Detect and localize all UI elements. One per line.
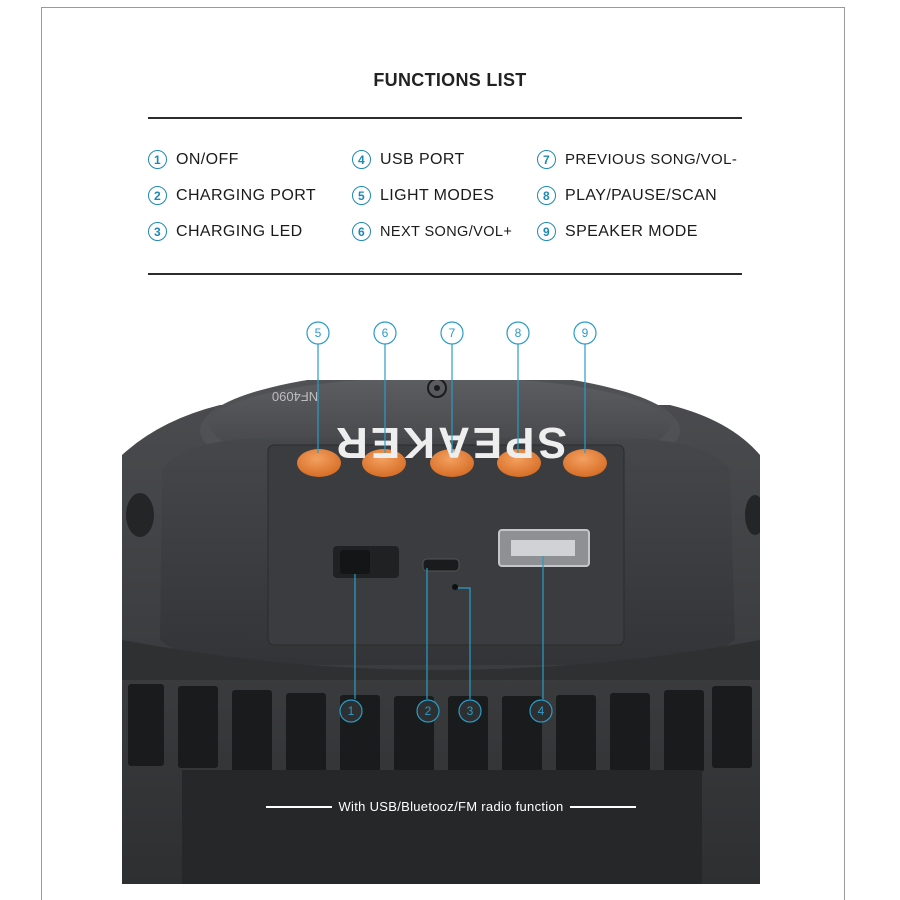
callout-number-3: 3 bbox=[467, 704, 474, 718]
legend-item-5: 5 LIGHT MODES bbox=[352, 186, 494, 205]
frame-right-border bbox=[844, 8, 845, 900]
button-row bbox=[297, 449, 607, 477]
legend-item-8: 8 PLAY/PAUSE/SCAN bbox=[537, 186, 717, 205]
legend-label: NEXT SONG/VOL+ bbox=[380, 223, 513, 240]
caption-rule-right bbox=[569, 805, 636, 808]
number-badge: 5 bbox=[352, 186, 371, 205]
legend-item-3: 3 CHARGING LED bbox=[148, 222, 303, 241]
model-text: NF4090 bbox=[272, 389, 318, 404]
frame-left-border bbox=[41, 8, 42, 900]
bottom-callouts bbox=[339, 556, 553, 723]
callout-number-6: 6 bbox=[382, 326, 389, 340]
callout-number-1: 1 bbox=[348, 704, 355, 718]
callout-number-5: 5 bbox=[315, 326, 322, 340]
charging-led bbox=[452, 584, 458, 590]
legend-label: CHARGING LED bbox=[176, 222, 303, 240]
legend-label: PREVIOUS SONG/VOL- bbox=[565, 151, 738, 168]
number-badge: 1 bbox=[148, 150, 167, 169]
next-song-button bbox=[362, 449, 406, 477]
number-badge: 4 bbox=[352, 150, 371, 169]
number-badge: 7 bbox=[537, 150, 556, 169]
legend-item-6: 6 NEXT SONG/VOL+ bbox=[352, 222, 512, 241]
legend-item-7: 7 PREVIOUS SONG/VOL- bbox=[537, 150, 737, 169]
top-callouts bbox=[306, 321, 597, 453]
legend-label: ON/OFF bbox=[176, 150, 239, 168]
bottom-divider bbox=[148, 273, 742, 275]
feature-caption: With USB/Bluetooz/FM radio function bbox=[266, 799, 636, 814]
legend-item-1: 1 ON/OFF bbox=[148, 150, 239, 169]
power-switch bbox=[340, 550, 370, 574]
legend-item-9: 9 SPEAKER MODE bbox=[537, 222, 698, 241]
number-badge: 8 bbox=[537, 186, 556, 205]
number-badge: 3 bbox=[148, 222, 167, 241]
previous-song-button bbox=[430, 449, 474, 477]
legend-label: CHARGING PORT bbox=[176, 186, 317, 204]
charging-port bbox=[422, 558, 460, 572]
number-badge: 2 bbox=[148, 186, 167, 205]
caption-text: With USB/Bluetooz/FM radio function bbox=[338, 799, 564, 814]
top-divider bbox=[148, 117, 742, 119]
legend-item-4: 4 USB PORT bbox=[352, 150, 465, 169]
legend-label: SPEAKER MODE bbox=[565, 222, 698, 240]
callout-number-4: 4 bbox=[538, 704, 545, 718]
callout-number-8: 8 bbox=[515, 326, 522, 340]
legend-label: PLAY/PAUSE/SCAN bbox=[565, 186, 718, 204]
callout-number-7: 7 bbox=[449, 326, 456, 340]
legend-label: LIGHT MODES bbox=[380, 186, 495, 204]
caption-rule-left bbox=[266, 805, 333, 808]
legend-item-2: 2 CHARGING PORT bbox=[148, 186, 316, 205]
play-pause-button bbox=[497, 449, 541, 477]
callout-number-2: 2 bbox=[425, 704, 432, 718]
speaker-mode-button bbox=[563, 449, 607, 477]
brand-logo-icon bbox=[427, 380, 447, 398]
light-modes-button bbox=[297, 449, 341, 477]
callout-number-9: 9 bbox=[582, 326, 589, 340]
number-badge: 9 bbox=[537, 222, 556, 241]
control-panel bbox=[267, 444, 625, 646]
frame-top-border bbox=[41, 7, 845, 8]
page-title: FUNCTIONS LIST bbox=[373, 70, 527, 90]
number-badge: 6 bbox=[352, 222, 371, 241]
brand-text: SPEAKER bbox=[333, 418, 567, 467]
legend-label: USB PORT bbox=[380, 150, 465, 168]
